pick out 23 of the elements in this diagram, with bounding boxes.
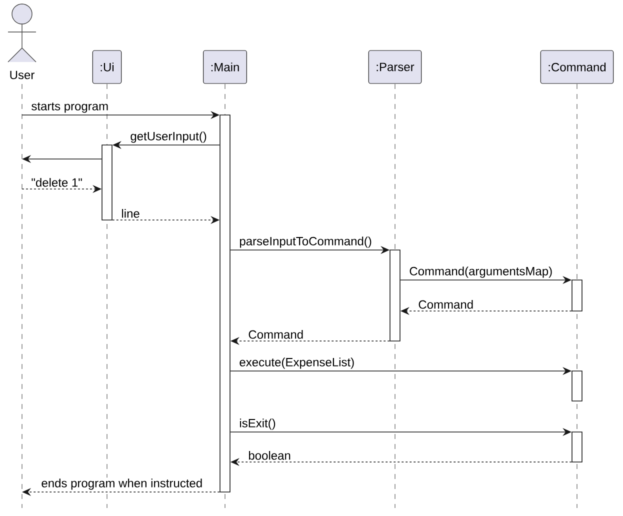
- message-label: Command: [417, 298, 475, 310]
- activation-bar: [102, 144, 112, 220]
- message-label: starts program: [30, 102, 110, 114]
- activation-bar: [572, 280, 582, 312]
- participant-box: :Command: [540, 50, 614, 84]
- participant-box: :Parser: [368, 50, 422, 84]
- message-label: Command: [247, 328, 305, 340]
- activation-bar: [572, 370, 582, 402]
- message-label: Command(argumentsMap): [408, 266, 554, 279]
- activation-bar: [572, 432, 582, 462]
- message-label: boolean: [247, 450, 292, 461]
- message-label: parseInputToCommand(): [238, 236, 373, 249]
- message-label: isExit(): [238, 418, 277, 431]
- message-label: "delete 1": [30, 176, 84, 188]
- activation-bar: [220, 114, 230, 492]
- participant-box: :Ui: [92, 50, 122, 84]
- actor-label: User: [10, 70, 34, 80]
- message-label: ends program when instructed: [40, 478, 204, 491]
- activation-bar: [390, 250, 400, 342]
- message-label: execute(ExpenseList): [238, 356, 356, 370]
- message-label: line: [120, 208, 141, 219]
- message-label: getUserInput(): [129, 130, 208, 144]
- participant-box: :Main: [203, 50, 247, 84]
